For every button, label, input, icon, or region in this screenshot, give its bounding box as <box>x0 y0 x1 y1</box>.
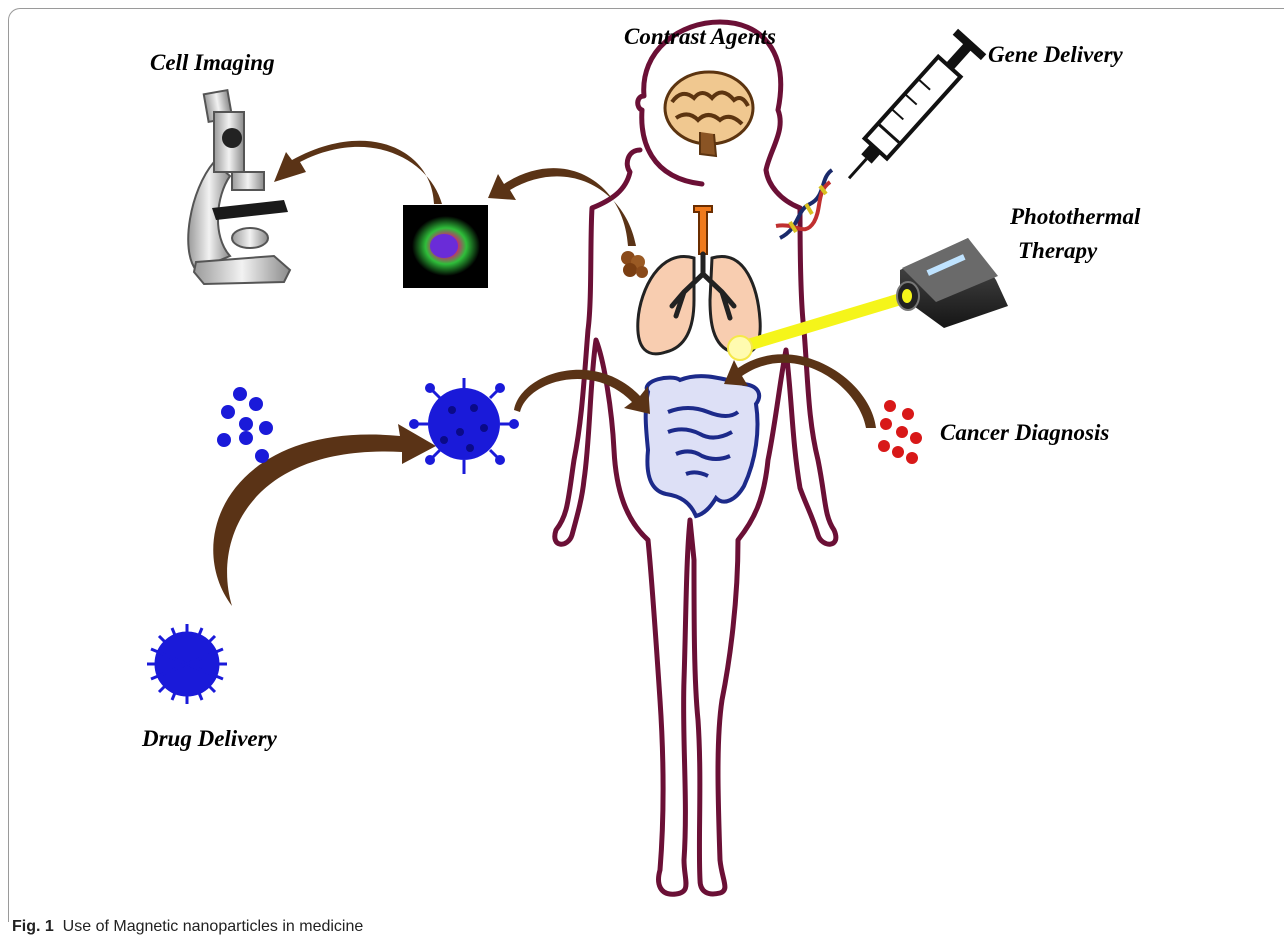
tumor-cells-icon <box>878 400 922 464</box>
label-photothermal: Photothermal <box>1010 204 1140 230</box>
tissue-sample-icon <box>621 251 648 278</box>
label-gene-delivery: Gene Delivery <box>988 42 1123 68</box>
figure-caption: Fig. 1 Use of Magnetic nanoparticles in … <box>12 918 363 936</box>
label-cancer-diagnosis: Cancer Diagnosis <box>940 420 1109 446</box>
arrow-tissue-to-cell-image <box>488 168 636 246</box>
lungs-icon <box>638 206 760 354</box>
nanoparticle-icon <box>147 624 227 704</box>
brain-icon <box>665 72 753 156</box>
arrow-cell-image-to-microscope <box>274 141 442 204</box>
microscope-icon <box>188 90 290 284</box>
figure-number: Fig. 1 <box>12 918 54 935</box>
dna-icon <box>776 170 832 238</box>
syringe-icon <box>835 29 986 191</box>
thermal-camera-icon <box>897 238 1008 328</box>
cell-image-icon <box>403 205 488 288</box>
caption-text: Use of Magnetic nanoparticles in medicin… <box>63 918 364 935</box>
label-drug-delivery: Drug Delivery <box>142 726 277 752</box>
label-cell-imaging: Cell Imaging <box>150 50 275 76</box>
label-contrast-agents: Contrast Agents <box>624 24 776 50</box>
intestine-icon <box>646 376 759 516</box>
nanoparticle-loaded-icon <box>409 378 519 474</box>
drug-molecules-icon <box>217 387 273 463</box>
arrow-drug-delivery <box>213 424 436 606</box>
arrows <box>213 141 876 606</box>
label-therapy: Therapy <box>1018 238 1097 264</box>
